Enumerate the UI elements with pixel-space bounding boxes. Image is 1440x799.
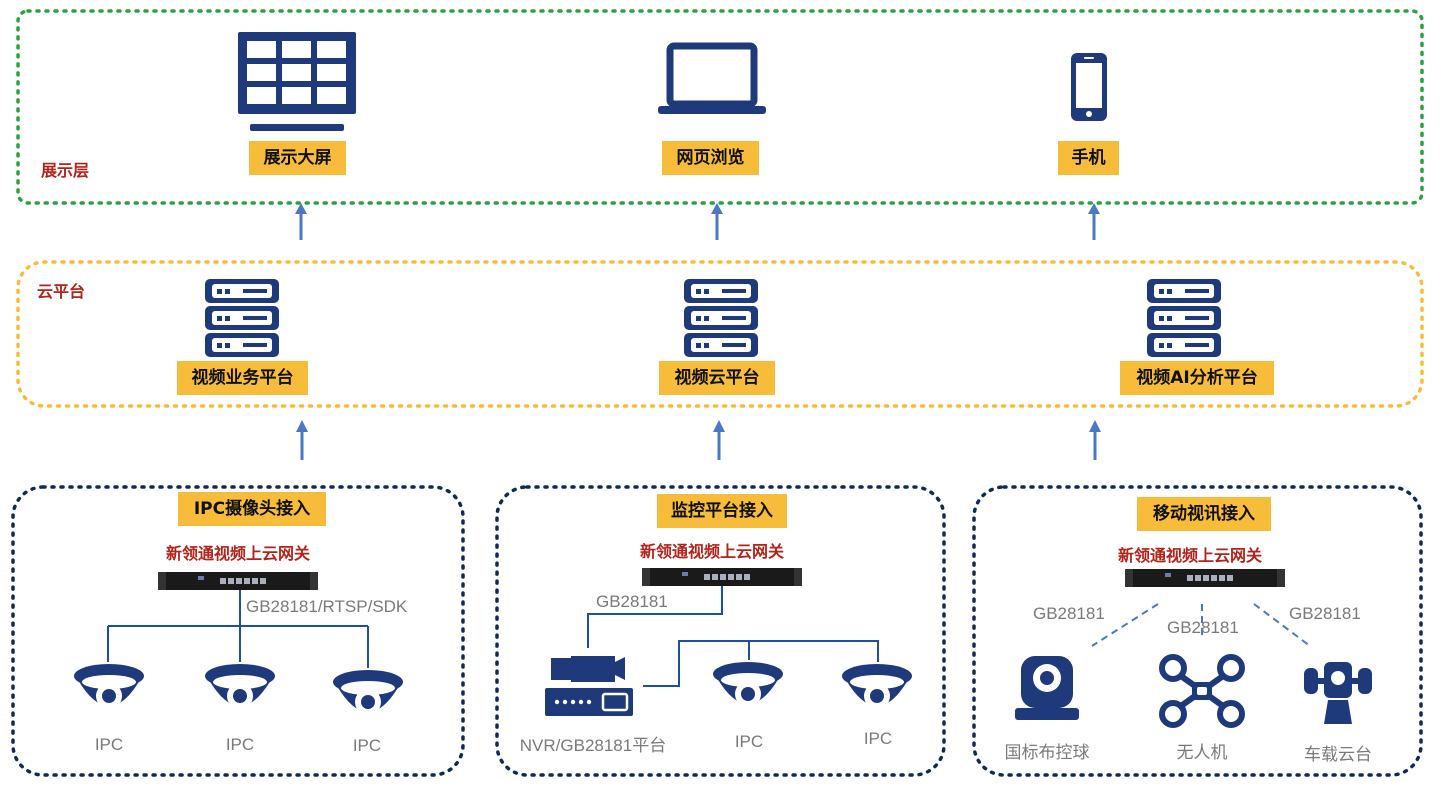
cloud-layer-border bbox=[16, 260, 1424, 408]
server-icon bbox=[205, 279, 279, 357]
ipc-gateway-label: 新领通视频上云网关 bbox=[166, 544, 311, 563]
mobile-access-border bbox=[972, 485, 1423, 777]
dome-camera-icon bbox=[74, 664, 144, 709]
arrow-display-1 bbox=[295, 203, 307, 240]
server-icon bbox=[1147, 279, 1221, 357]
dome-camera-icon bbox=[713, 662, 783, 707]
cloud-item-business: 视频业务平台 bbox=[177, 361, 308, 395]
gateway-device-icon bbox=[158, 572, 318, 590]
up-arrows bbox=[295, 203, 1101, 460]
ptz-ball-camera-icon bbox=[1015, 656, 1079, 720]
ipc-access-title: IPC摄像头接入 bbox=[178, 492, 326, 526]
vehicle-ptz-icon bbox=[1304, 662, 1372, 724]
monitor-wiring bbox=[587, 586, 879, 687]
monitor-device-label-2: IPC bbox=[734, 732, 764, 751]
monitor-access-border bbox=[495, 485, 946, 777]
ipc-device-label-2: IPC bbox=[225, 735, 255, 754]
monitor-device-label-1: NVR/GB28181平台 bbox=[519, 736, 667, 755]
mobile-protocol-label-1: GB28181 bbox=[1033, 604, 1105, 623]
monitor-protocol-label: GB28181 bbox=[596, 592, 668, 611]
dome-camera-icon bbox=[842, 664, 912, 709]
mobile-access-title: 移动视讯接入 bbox=[1137, 497, 1271, 531]
ipc-access-border bbox=[11, 485, 465, 777]
cloud-item-video-cloud: 视频云平台 bbox=[659, 361, 775, 395]
display-item-web: 网页浏览 bbox=[662, 141, 759, 175]
arrow-display-3 bbox=[1088, 203, 1100, 240]
cloud-item-ai: 视频AI分析平台 bbox=[1120, 361, 1274, 395]
mobile-device-label-3: 车载云台 bbox=[1304, 745, 1372, 764]
ipc-protocol-label: GB28181/RTSP/SDK bbox=[246, 597, 408, 616]
mobile-protocol-label-3: GB28181 bbox=[1289, 604, 1361, 623]
display-item-big-screen: 展示大屏 bbox=[249, 141, 346, 175]
cloud-layer-label: 云平台 bbox=[37, 282, 86, 301]
mobile-gateway-label: 新领通视频上云网关 bbox=[1118, 546, 1263, 565]
display-item-phone: 手机 bbox=[1058, 141, 1119, 175]
mobile-protocol-label-2: GB28181 bbox=[1167, 618, 1239, 637]
phone-icon bbox=[1071, 53, 1107, 121]
arrow-cloud-2 bbox=[713, 420, 725, 460]
display-layer-label: 展示层 bbox=[41, 161, 90, 180]
gateway-device-icon bbox=[1125, 569, 1285, 587]
monitor-gateway-label: 新领通视频上云网关 bbox=[640, 542, 785, 561]
arrow-cloud-3 bbox=[1089, 420, 1101, 460]
mobile-device-label-1: 国标布控球 bbox=[1004, 743, 1090, 762]
dome-camera-icon bbox=[333, 670, 403, 715]
arrow-display-2 bbox=[711, 203, 723, 240]
large-screen-icon bbox=[238, 32, 356, 131]
display-layer-border bbox=[16, 9, 1424, 205]
mobile-wiring bbox=[1091, 603, 1311, 647]
arrow-cloud-1 bbox=[296, 420, 308, 460]
mobile-device-label-2: 无人机 bbox=[1176, 743, 1228, 762]
monitor-device-label-3: IPC bbox=[863, 729, 893, 748]
nvr-icon bbox=[545, 656, 633, 716]
drone-icon bbox=[1159, 654, 1245, 728]
ipc-device-label-3: IPC bbox=[352, 736, 382, 755]
monitor-access-title: 监控平台接入 bbox=[657, 494, 787, 528]
laptop-icon bbox=[658, 42, 766, 114]
gateway-device-icon bbox=[642, 568, 802, 586]
dome-camera-icon bbox=[205, 664, 275, 709]
ipc-device-label-1: IPC bbox=[94, 735, 124, 754]
server-icon bbox=[684, 279, 758, 357]
ipc-wiring bbox=[107, 590, 369, 668]
